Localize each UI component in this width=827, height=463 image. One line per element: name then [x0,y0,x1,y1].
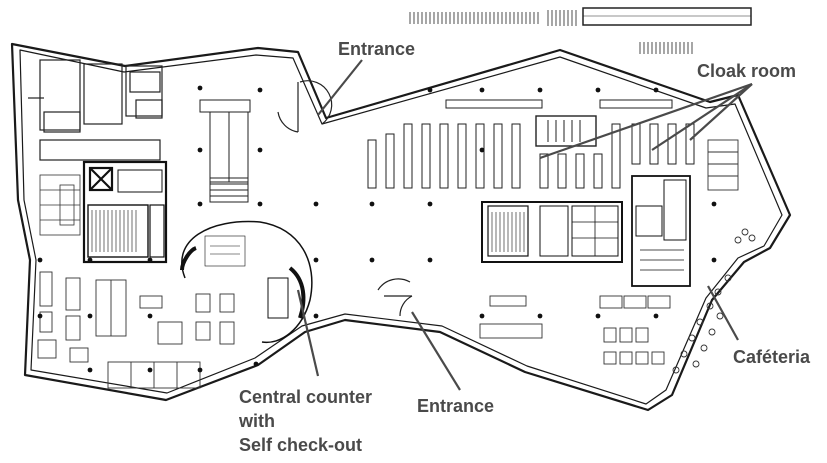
shelving-central [199,99,251,203]
core-left [82,160,168,264]
label-central-counter: Central counter with Self check-out [239,385,372,457]
shelving-rows [367,99,695,189]
cloak-room-block [631,175,691,287]
lockers-left [39,174,81,236]
entrance-door-top [277,80,333,133]
office-block-upper-left [28,59,163,161]
leader-lines [296,59,753,391]
outer-wall [10,42,792,412]
label-central-counter-line2: with [239,411,275,431]
stairs-left [91,210,137,252]
label-cloak-room: Cloak room [697,61,797,81]
entrance-door-bottom [377,278,413,317]
office-furniture-lower-left [37,271,235,389]
scale-bar [409,7,752,54]
label-central-counter-line1: Central counter [239,387,373,407]
stairs-right [491,212,525,252]
central-counter [180,220,313,344]
core-right [481,201,623,263]
label-cafeteria: Caféteria [733,347,811,367]
label-entrance-bottom: Entrance [417,396,495,416]
label-entrance-top: Entrance [338,39,416,59]
label-central-counter-line3: Self check-out [239,435,363,455]
cafeteria-seating [479,139,756,374]
structural-columns [37,85,717,373]
